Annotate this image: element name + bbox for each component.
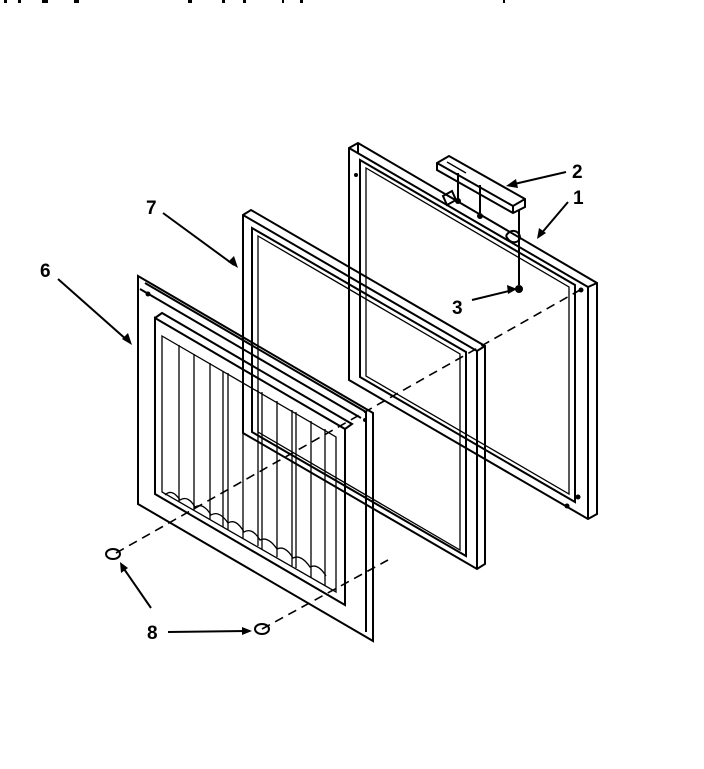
louvers xyxy=(178,345,326,586)
hinge-bracket-part-2 xyxy=(436,154,526,293)
callout-1: 1 xyxy=(573,188,584,209)
outer-frame-part-1 xyxy=(348,141,598,521)
leader-lines xyxy=(57,171,569,635)
callout-3: 3 xyxy=(452,298,463,319)
callout-2: 2 xyxy=(572,162,583,183)
callout-6: 6 xyxy=(40,261,51,282)
alignment-lines xyxy=(115,289,581,630)
callout-8: 8 xyxy=(147,623,158,644)
callout-7: 7 xyxy=(146,198,157,219)
scan-artifacts xyxy=(4,0,505,3)
screws xyxy=(105,548,270,635)
grille-panel-part-6 xyxy=(137,274,374,643)
